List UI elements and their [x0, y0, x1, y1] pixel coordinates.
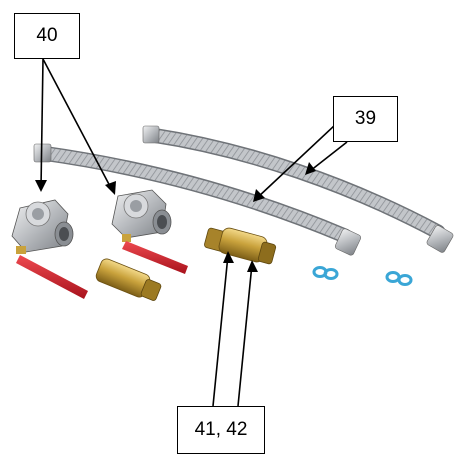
braided-hose-front — [33, 143, 362, 256]
arrowheads — [35, 162, 316, 272]
callout-part-39: 39 — [333, 96, 398, 142]
callout-label-39: 39 — [354, 108, 377, 129]
ball-valve-right — [111, 189, 188, 274]
callout-parts-41-42: 41, 42 — [177, 406, 265, 454]
callout-part-40: 40 — [14, 13, 80, 59]
ball-valve-left — [11, 199, 88, 299]
leader-40-right — [42, 58, 113, 191]
leader-39-front — [256, 124, 336, 199]
washers-pair-2 — [385, 271, 413, 286]
callout-label-40: 40 — [36, 25, 58, 46]
washers-pair-1 — [312, 266, 339, 280]
leader-42 — [237, 263, 253, 407]
leader-40-left — [40, 58, 44, 189]
brass-fitting-center — [204, 227, 277, 265]
leader-lines — [40, 58, 348, 407]
braided-hose-back — [142, 125, 454, 253]
callout-label-41-42: 41, 42 — [194, 419, 248, 440]
leader-39-back — [309, 141, 348, 172]
brass-fitting-lower — [95, 258, 162, 301]
leader-41 — [212, 254, 229, 407]
